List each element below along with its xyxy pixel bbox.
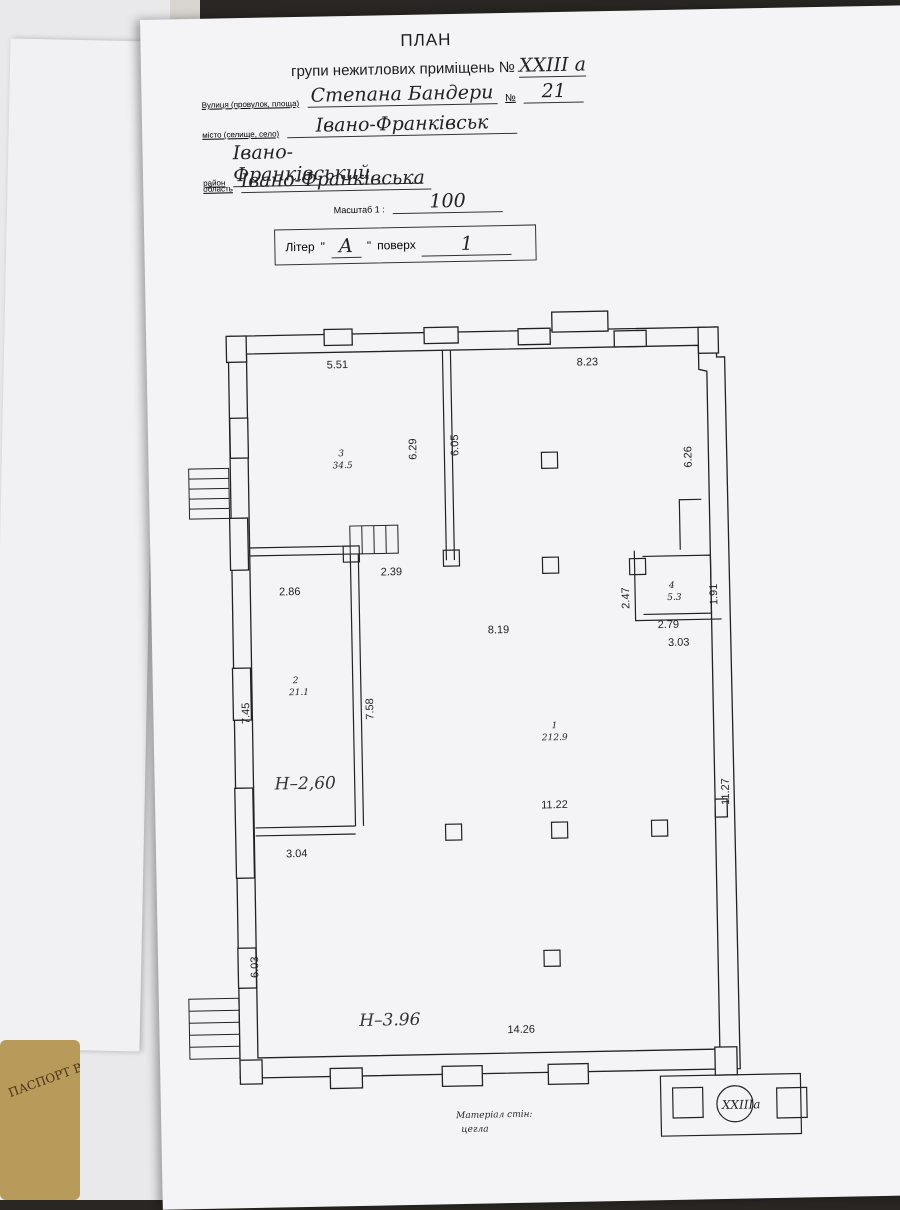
height-mark-1: Н–2,60 [274, 773, 337, 794]
dim-7-58: 7.58 [364, 698, 376, 720]
dim-2-79: 2.79 [658, 619, 680, 631]
dim-8-23: 8.23 [577, 356, 599, 368]
room-1-number: 1 [552, 721, 558, 731]
room-4-area: 5.3 [667, 593, 682, 603]
outer-walls [227, 326, 741, 1079]
windows [225, 310, 739, 1090]
stairs [188, 467, 399, 1060]
dim-2-86: 2.86 [279, 586, 301, 598]
dim-14-26: 14.26 [507, 1024, 535, 1037]
dim-6-29: 6.29 [407, 438, 419, 460]
dim-2-39: 2.39 [381, 566, 403, 578]
dim-7-45: 7.45 [240, 703, 252, 725]
plan-sheet: ПЛАН групи нежитлових приміщень № XXIII … [140, 4, 900, 1210]
room-4-number: 4 [668, 581, 675, 591]
dim-6-05: 6.05 [449, 434, 461, 456]
room-3-number: 3 [338, 449, 344, 459]
floor-plan: 5.51 8.23 6.29 6.05 6.26 3 34.5 2.39 2.8… [188, 310, 808, 1137]
dim-2-47: 2.47 [620, 587, 632, 609]
interior-walls [250, 350, 722, 837]
room-2-area: 21.1 [288, 688, 309, 698]
room-1-area: 212.9 [541, 733, 568, 744]
dim-3-03: 3.03 [668, 637, 690, 649]
room-2-number: 2 [292, 676, 299, 686]
stamp: ПАСПОРТ ВИГ [0, 1040, 80, 1200]
columns [342, 451, 669, 968]
wall-material-value: цегла [461, 1125, 488, 1136]
wall-material-label: Матеріал стін: [455, 1110, 533, 1121]
dim-6-03: 6.03 [249, 956, 261, 978]
room-3-area: 34.5 [333, 461, 354, 471]
height-mark-2: Н–3.96 [358, 1010, 421, 1031]
dim-11-27: 11.27 [720, 778, 733, 805]
dim-8-19: 8.19 [488, 624, 510, 636]
dim-11-22: 11.22 [541, 799, 568, 812]
dim-5-51: 5.51 [327, 359, 349, 371]
entrance-block [659, 1072, 808, 1137]
previous-page [0, 38, 161, 1052]
group-mark: XXIIIа [721, 1097, 761, 1112]
dim-1-91: 1.91 [708, 584, 720, 606]
dim-6-26: 6.26 [682, 446, 694, 468]
dim-3-04: 3.04 [286, 848, 308, 860]
